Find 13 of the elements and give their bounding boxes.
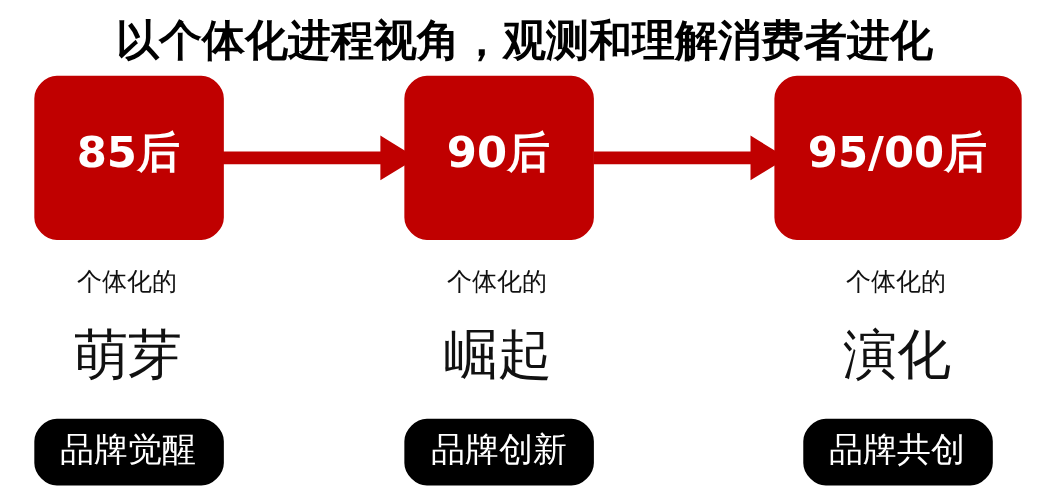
node-label: 萌芽 (74, 322, 183, 386)
node-label: 崛起 (444, 322, 553, 386)
node-box: 90后 (404, 75, 594, 241)
node-box: 品牌创新 (404, 418, 594, 486)
node-box: 品牌觉醒 (34, 418, 224, 486)
node-label: 演化 (842, 322, 951, 386)
diagram-title: 以个体化进程视角，观测和理解消费者进化 (115, 15, 933, 66)
node-label: 个体化的 (845, 267, 946, 297)
node-box: 85后 (34, 75, 224, 241)
node-box: 95/00后 (774, 75, 1022, 241)
node-label: 个体化的 (76, 267, 177, 297)
node-box: 品牌共创 (803, 418, 993, 486)
node-label: 个体化的 (446, 267, 547, 297)
